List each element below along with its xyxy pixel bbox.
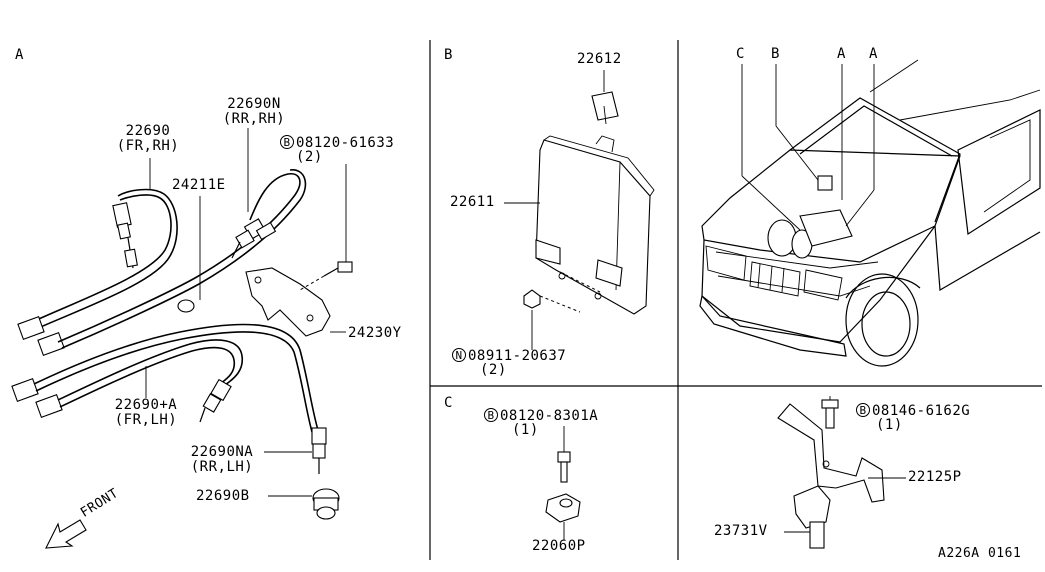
- nut-part-number: 08911-20637: [468, 348, 567, 364]
- part-22690na-number: 22690NA: [190, 444, 254, 460]
- front-arrow-icon: [45, 519, 87, 549]
- bolt-mark-b-icon: B: [484, 408, 498, 422]
- panel-dividers: [429, 40, 1042, 560]
- bolt-part-number: 08146-6162G: [872, 403, 971, 419]
- part-22690-number: 22690: [125, 123, 171, 139]
- part-22060p-number: 22060P: [532, 538, 586, 554]
- bolt-mark-b-icon: B: [280, 135, 294, 149]
- part-22125p-number: 22125P: [908, 469, 962, 485]
- nut-mark-n-icon: N: [452, 348, 466, 362]
- part-nut-qty: (2): [480, 362, 507, 378]
- part-24230y-number: 24230Y: [348, 325, 402, 341]
- part-24211e-number: 24211E: [172, 177, 226, 193]
- part-22690na-note: (RR,LH): [190, 459, 254, 475]
- vehicle-callout-a: A: [869, 46, 878, 62]
- vehicle-callout-a: A: [837, 46, 846, 62]
- bolt-part-number: 08120-61633: [296, 135, 395, 151]
- part-22690n-note: (RR,RH): [222, 111, 286, 127]
- vehicle-callout-c: C: [736, 46, 745, 62]
- part-bolt-qty: (1): [512, 422, 539, 438]
- section-label-a: A: [15, 47, 24, 63]
- oxygen-sensor-lh-drawing: [11, 299, 340, 520]
- part-22690-note: (FR,RH): [116, 138, 180, 154]
- bracket-24230y-drawing: [245, 261, 353, 337]
- part-bolt-qty: (2): [296, 149, 323, 165]
- ecm-drawing: [523, 91, 655, 315]
- leader-lines-section-a: [145, 128, 347, 497]
- part-22690n-number: 22690N: [227, 96, 281, 112]
- section-label-b: B: [444, 47, 453, 63]
- leader-lines-section-b: [504, 70, 605, 350]
- part-23731v-number: 23731V: [714, 523, 768, 539]
- bolt-part-number: 08120-8301A: [500, 408, 599, 424]
- bolt-mark-b-icon: B: [856, 403, 870, 417]
- part-22611-number: 22611: [450, 194, 495, 210]
- part-22690a-note: (FR,LH): [114, 412, 178, 428]
- vehicle-callout-b: B: [771, 46, 780, 62]
- part-22612-number: 22612: [577, 51, 622, 67]
- part-22690a-number: 22690+A: [114, 397, 178, 413]
- part-bolt-qty: (1): [876, 417, 903, 433]
- section-label-c: C: [444, 395, 453, 411]
- diagram-code: A226A 0161: [938, 546, 1022, 561]
- vehicle-drawing: [699, 59, 1041, 367]
- oxygen-sensor-fr-rh-drawing: [17, 169, 307, 356]
- cam-sensor-bracket-drawing: [777, 396, 906, 549]
- knock-sensor-drawing: [545, 426, 581, 540]
- part-22690b-number: 22690B: [196, 488, 250, 504]
